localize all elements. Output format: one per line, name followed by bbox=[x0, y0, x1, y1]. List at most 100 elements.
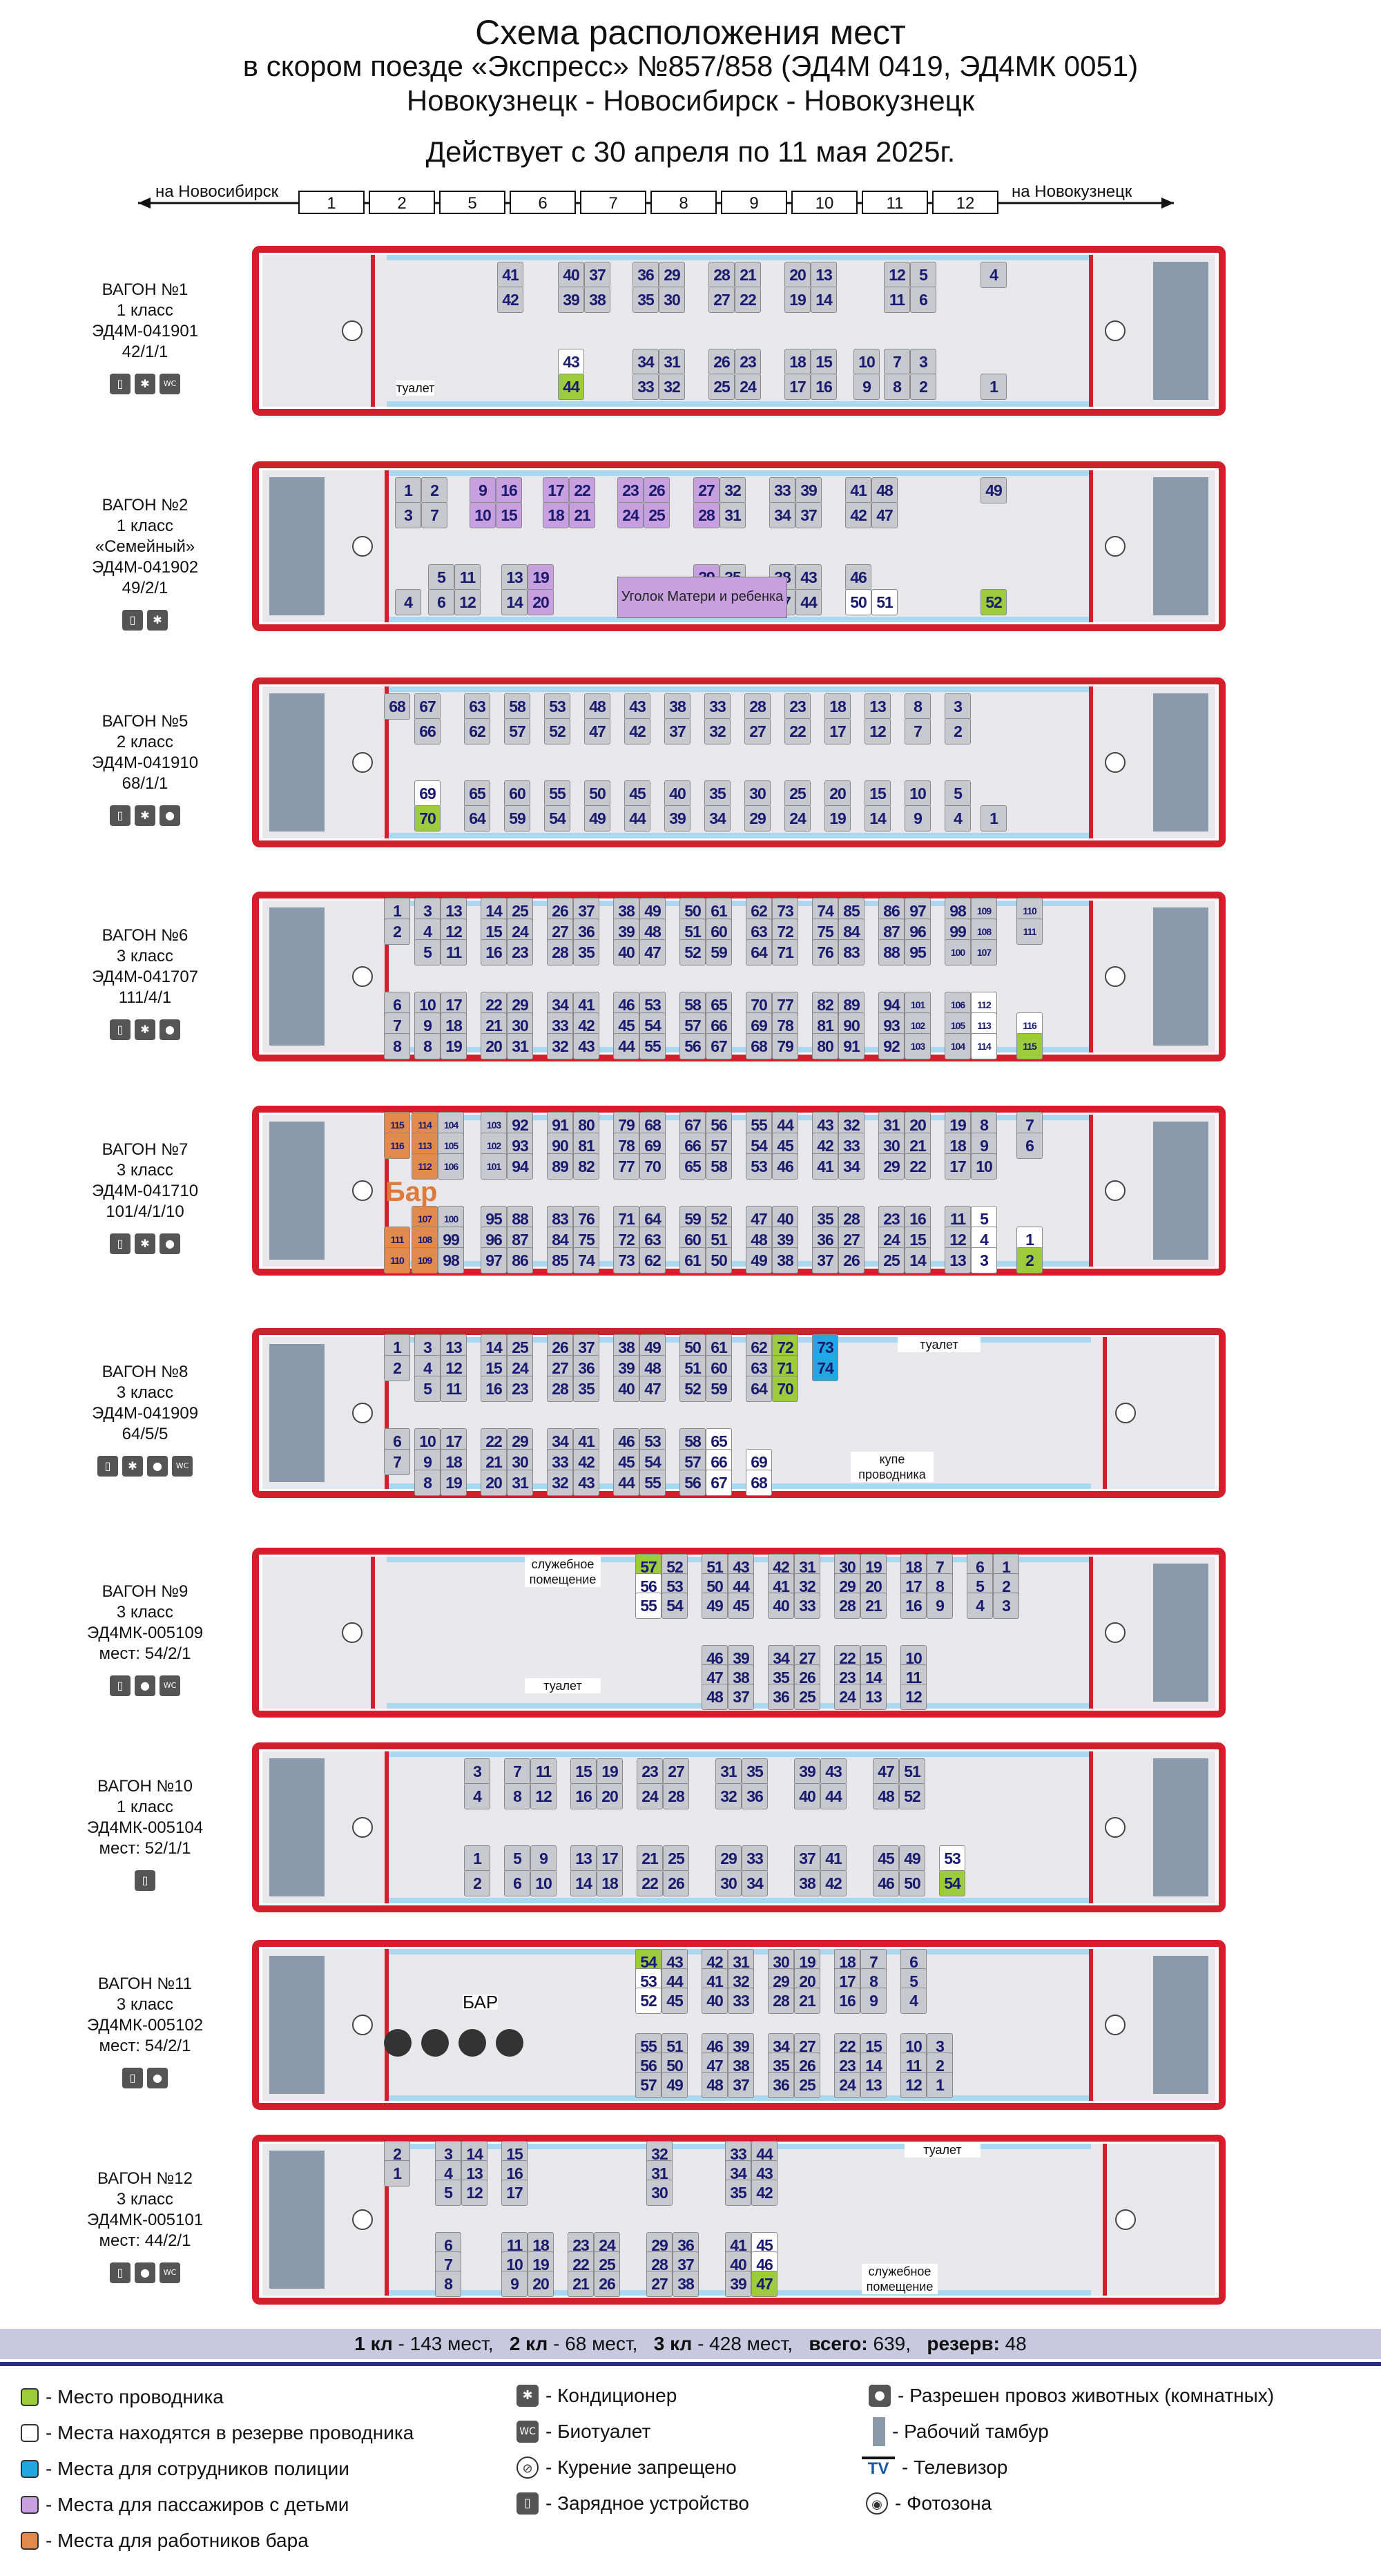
ac-icon: ✱ bbox=[516, 2385, 539, 2407]
reserve-swatch bbox=[21, 2424, 39, 2442]
seat-39: 39 bbox=[795, 477, 822, 503]
room-0: туалет bbox=[905, 2142, 981, 2157]
stat-k1-value: - 143 мест, bbox=[392, 2333, 494, 2354]
wc-icon: WC bbox=[160, 2262, 180, 2283]
seat-23: 23 bbox=[637, 1758, 663, 1785]
seat-2: 2 bbox=[421, 477, 447, 503]
seat-30: 30 bbox=[744, 780, 771, 807]
car-class: 1 класс bbox=[116, 301, 174, 320]
car-order-11: 11 bbox=[862, 191, 928, 214]
seat-21: 21 bbox=[637, 1845, 663, 1872]
seat-26: 26 bbox=[708, 349, 735, 375]
police-swatch bbox=[21, 2460, 39, 2478]
seat-37: 37 bbox=[812, 1247, 838, 1273]
seat-20: 20 bbox=[528, 589, 554, 615]
seat-28: 28 bbox=[744, 693, 771, 720]
no-smoking-icon: ⊘ bbox=[516, 2457, 539, 2479]
legend-ac-text: - Кондиционер bbox=[545, 2385, 677, 2406]
seat-6: 6 bbox=[504, 1870, 530, 1896]
seat-22: 22 bbox=[735, 287, 761, 313]
seat-1: 1 bbox=[981, 374, 1007, 400]
seat-28: 28 bbox=[693, 502, 720, 528]
seat-33: 33 bbox=[632, 374, 659, 400]
car-class: 1 класс bbox=[116, 517, 174, 535]
seat-11: 11 bbox=[441, 939, 467, 965]
seat-12: 12 bbox=[530, 1783, 557, 1809]
car-order-10: 10 bbox=[791, 191, 858, 214]
seat-21: 21 bbox=[860, 1593, 887, 1619]
ac-icon: ✱ bbox=[135, 374, 155, 394]
pet-icon: ● bbox=[147, 1456, 168, 1477]
seat-21: 21 bbox=[794, 1988, 820, 2014]
stat-k1: 1 кл bbox=[354, 2333, 393, 2354]
seat-114: 114 bbox=[971, 1033, 997, 1059]
seat-40: 40 bbox=[558, 262, 584, 288]
charger-icon: ▯ bbox=[110, 374, 131, 394]
seat-43: 43 bbox=[573, 1033, 599, 1059]
car-order-12: 12 bbox=[932, 191, 998, 214]
tv-icon: TV bbox=[862, 2457, 895, 2479]
seat-52: 52 bbox=[635, 1988, 661, 2014]
seat-9: 9 bbox=[905, 805, 931, 832]
seat-21: 21 bbox=[568, 2271, 594, 2297]
seat-27: 27 bbox=[744, 718, 771, 744]
seat-29: 29 bbox=[715, 1845, 742, 1872]
legend-police-text: - Места для сотрудников полиции bbox=[46, 2458, 349, 2479]
seat-112: 112 bbox=[412, 1153, 438, 1180]
seat-58: 58 bbox=[706, 1153, 732, 1180]
car-order-9: 9 bbox=[721, 191, 787, 214]
car-seat-count: мест: 44/2/1 bbox=[99, 2231, 191, 2250]
seat-2: 2 bbox=[464, 1870, 490, 1896]
seat-6: 6 bbox=[910, 287, 936, 313]
seat-25: 25 bbox=[644, 502, 670, 528]
seat-25: 25 bbox=[784, 780, 811, 807]
seat-34: 34 bbox=[704, 805, 731, 832]
seat-5: 5 bbox=[945, 780, 971, 807]
seat-20: 20 bbox=[597, 1783, 623, 1809]
seat-23: 23 bbox=[507, 1376, 533, 1402]
seat-20: 20 bbox=[481, 1470, 507, 1496]
seat-70: 70 bbox=[639, 1153, 666, 1180]
seat-40: 40 bbox=[613, 1376, 639, 1402]
seat-13: 13 bbox=[501, 564, 528, 590]
seat-36: 36 bbox=[573, 1355, 599, 1381]
seat-45: 45 bbox=[624, 780, 650, 807]
car-model: ЭД4МК-005104 bbox=[86, 1818, 204, 1837]
car-icons: ▯●WC bbox=[41, 1675, 249, 1696]
seat-53: 53 bbox=[746, 1153, 772, 1180]
seat-13: 13 bbox=[461, 2160, 487, 2186]
pet-icon: ● bbox=[147, 2068, 168, 2088]
seat-54: 54 bbox=[661, 1593, 688, 1619]
seat-32: 32 bbox=[659, 374, 685, 400]
seat-17: 17 bbox=[784, 374, 811, 400]
seat-48: 48 bbox=[584, 693, 610, 720]
seat-92: 92 bbox=[878, 1033, 905, 1059]
seat-95: 95 bbox=[905, 939, 931, 965]
seat-40: 40 bbox=[664, 780, 690, 807]
seat-34: 34 bbox=[838, 1153, 865, 1180]
pet-icon: ● bbox=[135, 1675, 155, 1696]
room-1: купе проводника bbox=[851, 1452, 934, 1482]
seat-36: 36 bbox=[768, 1684, 794, 1710]
seat-86: 86 bbox=[507, 1247, 533, 1273]
ac-icon: ✱ bbox=[135, 805, 155, 826]
seat-18: 18 bbox=[597, 1870, 623, 1896]
seat-47: 47 bbox=[873, 1758, 899, 1785]
seat-4: 4 bbox=[395, 589, 421, 615]
seat-18: 18 bbox=[784, 349, 811, 375]
seat-9: 9 bbox=[853, 374, 880, 400]
seat-27: 27 bbox=[693, 477, 720, 503]
car-seat-count: мест: 54/2/1 bbox=[99, 2037, 191, 2055]
seat-2: 2 bbox=[1016, 1247, 1043, 1273]
seat-43: 43 bbox=[624, 693, 650, 720]
seat-31: 31 bbox=[659, 349, 685, 375]
seat-6: 6 bbox=[1016, 1133, 1043, 1159]
pet-icon: ● bbox=[160, 805, 180, 826]
seat-5: 5 bbox=[414, 1376, 441, 1402]
seat-20: 20 bbox=[824, 780, 851, 807]
seat-116: 116 bbox=[384, 1133, 410, 1159]
seat-37: 37 bbox=[728, 1684, 754, 1710]
